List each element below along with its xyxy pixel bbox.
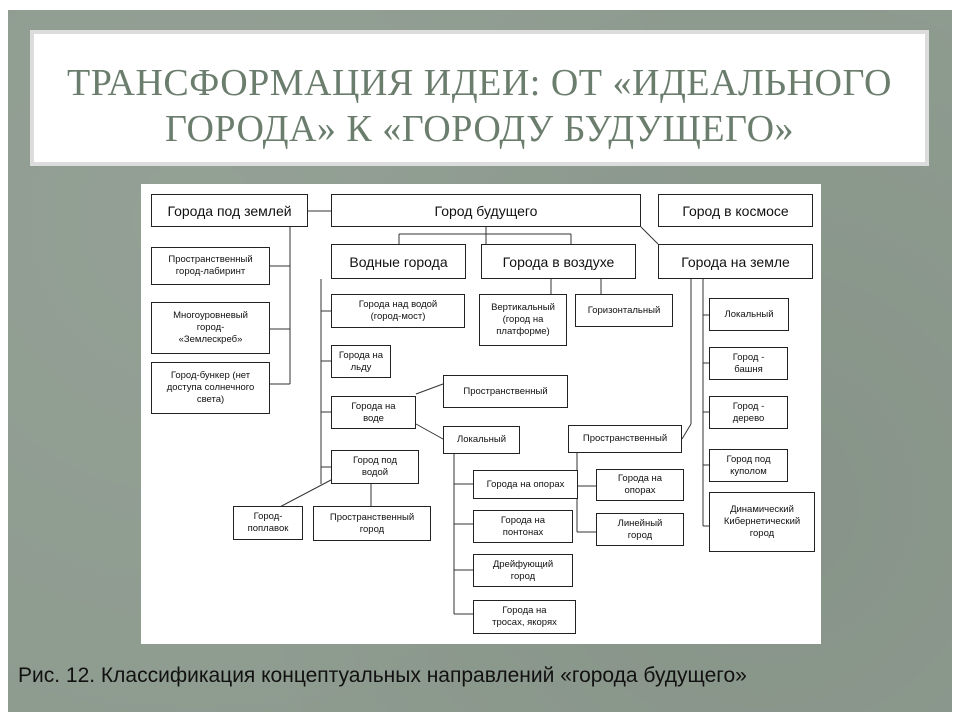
diagram-connectors: [270, 210, 709, 615]
node-ground-cities: Города на земле: [658, 244, 813, 279]
node-vertical-platform: Вертикальный (город на платформе): [479, 294, 567, 346]
node-tower-city: Город - башня: [709, 347, 788, 380]
slide-title: ТРАНСФОРМАЦИЯ ИДЕИ: ОТ «ИДЕАЛЬНОГО ГОРОД…: [34, 60, 925, 152]
node-air-cities: Города в воздухе: [481, 244, 636, 279]
title-line-1: ТРАНСФОРМАЦИЯ ИДЕИ: ОТ «ИДЕАЛЬНОГО: [67, 62, 892, 104]
node-on-water: Города на воде: [331, 396, 416, 429]
node-water-supports: Города на опорах: [473, 470, 578, 499]
title-box: ТРАНСФОРМАЦИЯ ИДЕИ: ОТ «ИДЕАЛЬНОГО ГОРОД…: [30, 30, 929, 166]
node-bunker-city: Город-бункер (нет доступа солнечного све…: [151, 362, 270, 414]
node-air-spatial: Пространственный: [568, 425, 682, 453]
node-dynamic-cybernetic: Динамический Кибернетический город: [709, 492, 815, 552]
node-drifting: Дрейфующий город: [473, 554, 573, 587]
node-under-water: Город под водой: [331, 450, 419, 484]
node-tree-city: Город - дерево: [709, 396, 788, 429]
title-line-2: ГОРОДА» К «ГОРОДУ БУДУЩЕГО»: [164, 108, 795, 150]
node-linear-city: Линейный город: [596, 513, 684, 546]
node-air-supports: Города на опорах: [596, 469, 684, 501]
node-water-cities: Водные города: [331, 244, 466, 279]
node-space-city: Город в космосе: [658, 194, 813, 227]
classification-diagram: Город будущего Города под землей Город в…: [141, 184, 821, 644]
node-water-spatial: Пространственный: [443, 375, 568, 408]
node-water-local: Локальный: [443, 426, 520, 454]
node-spatial-labyrinth: Пространственный город-лабиринт: [151, 247, 270, 285]
node-above-water: Города над водой (город-мост): [331, 294, 465, 328]
node-cables-anchors: Города на тросах, якорях: [473, 600, 576, 634]
node-underwater-spatial: Пространственный город: [313, 506, 431, 541]
figure-caption: Рис. 12. Классификация концептуальных на…: [18, 664, 747, 687]
node-on-ice: Города на льду: [331, 345, 391, 378]
node-underground-cities: Города под землей: [151, 194, 308, 227]
node-horizontal: Горизонтальный: [575, 294, 673, 327]
node-ground-local: Локальный: [709, 298, 789, 331]
node-multilevel-earthscraper: Многоуровневый город- «Землескреб»: [151, 302, 270, 354]
node-city-of-future: Город будущего: [331, 194, 641, 227]
node-dome-city: Город под куполом: [709, 449, 788, 482]
node-float-city: Город- поплавок: [233, 506, 303, 540]
node-pontoons: Города на понтонах: [473, 510, 573, 543]
